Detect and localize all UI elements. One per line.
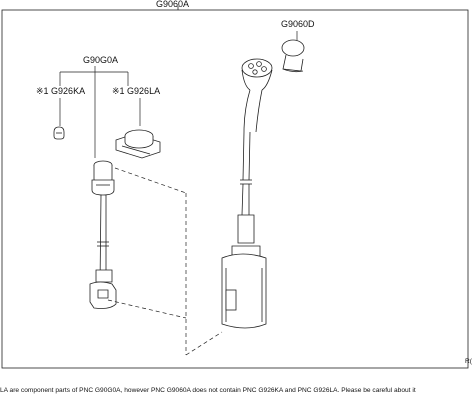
cable-set-part [89, 160, 117, 309]
footnote-text: LA are component parts of PNC G90G0A, ho… [0, 387, 416, 394]
holder-part-la [115, 129, 161, 159]
label-assembly: G9060A [156, 0, 189, 9]
label-part-ka: ※1 G926KA [36, 86, 85, 96]
cable-set-leaders [59, 31, 298, 158]
label-cap: G9060D [281, 19, 315, 29]
label-part-la: ※1 G926LA [112, 86, 160, 96]
charging-gun-part [221, 58, 273, 329]
dashed-relation-lines [107, 167, 223, 356]
reference-code: R( [465, 358, 472, 365]
clip-part-ka [53, 126, 65, 140]
cap-part [281, 39, 305, 73]
assembly-box [1, 9, 469, 369]
label-cable-set: G90G0A [83, 55, 118, 65]
